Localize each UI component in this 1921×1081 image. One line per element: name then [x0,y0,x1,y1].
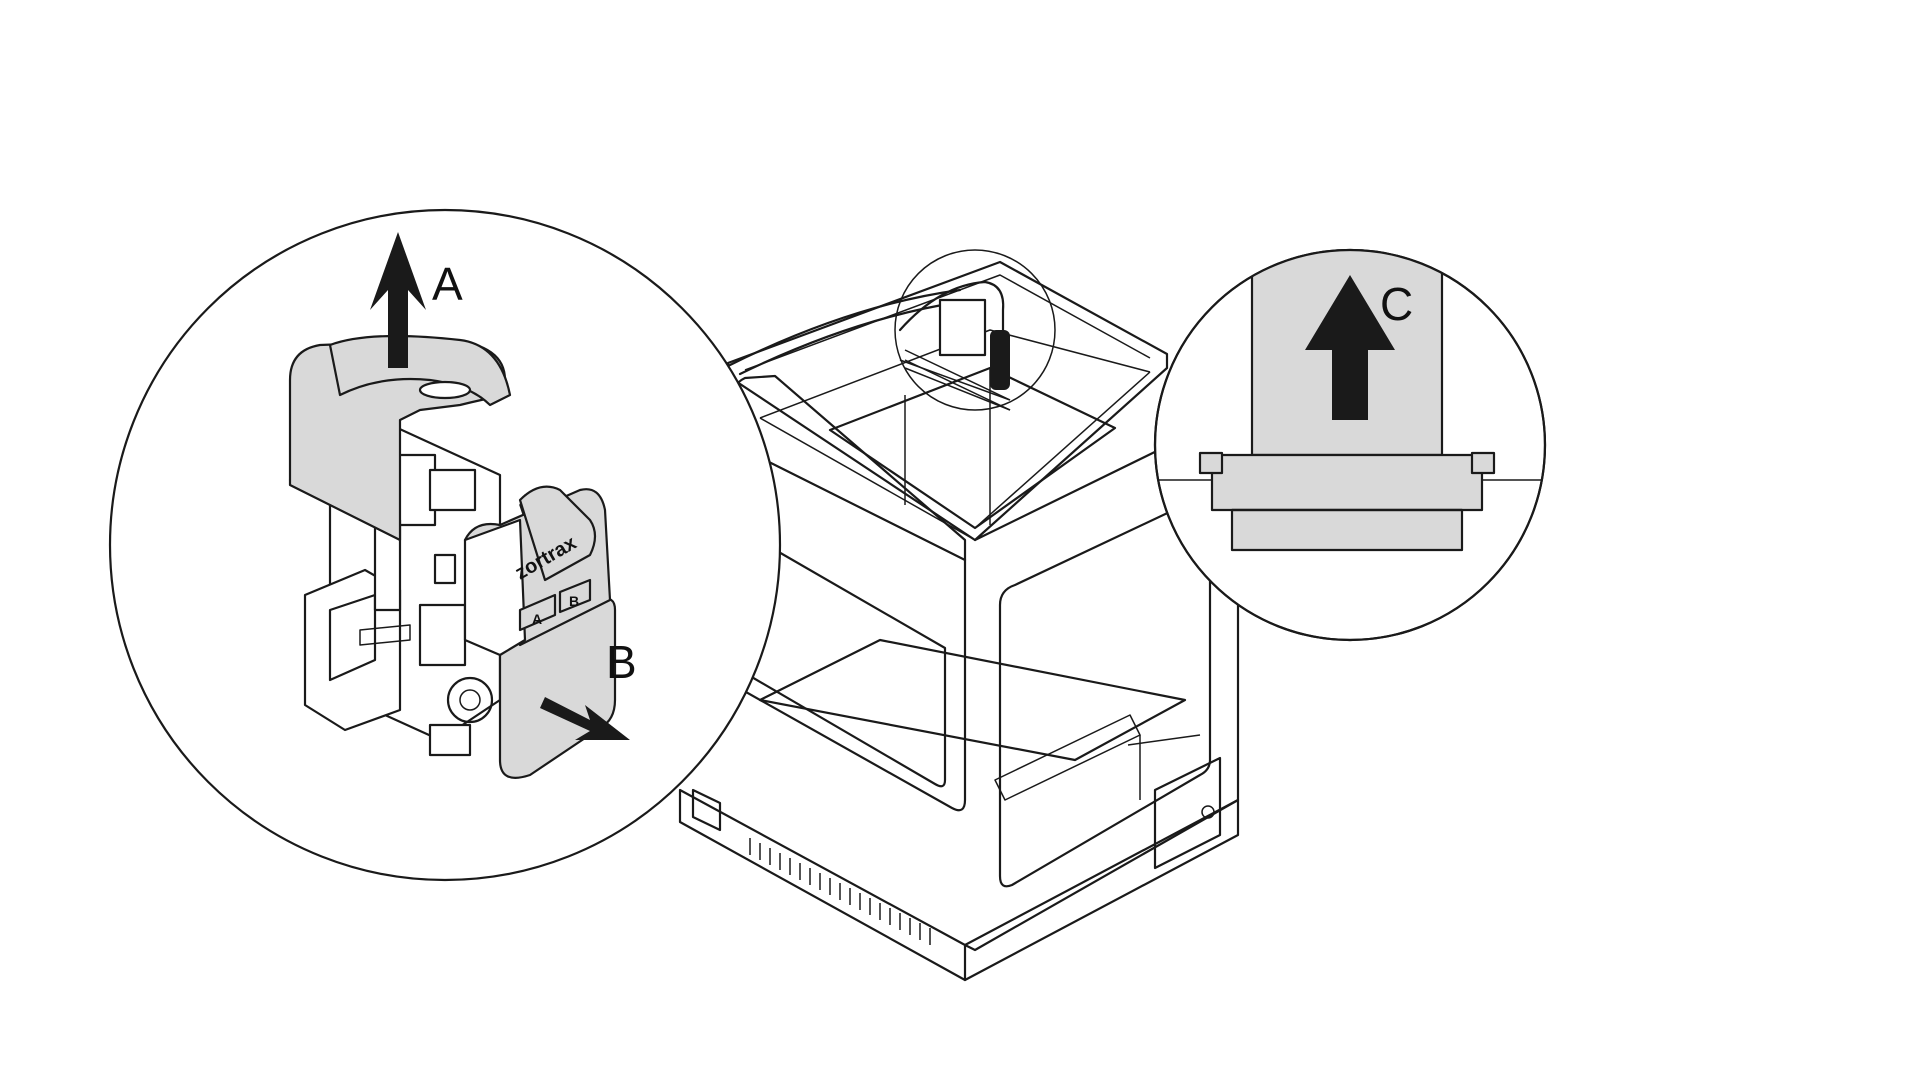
arrow-b: B [540,636,637,740]
arrow-a: A [370,232,463,368]
label-c: C [1380,278,1413,330]
printhead-highlight [894,249,1056,411]
key-b-label: B [569,593,579,609]
printhead-top-cover [288,334,512,542]
arrow-up-icon [370,232,426,368]
key-a-label: A [532,611,542,627]
arrow-down-right-icon [540,697,630,740]
printhead-front-cover: zortrax A B [463,485,617,779]
label-b: B [606,636,637,688]
vent-grille [749,838,931,945]
cover-latch-detail-callout: C [1153,248,1547,642]
printhead-body [288,418,551,757]
build-plate [758,638,1187,762]
power-socket-icon [691,788,722,832]
printhead-detail-callout: A zortrax A B B [108,208,782,882]
arrow-up-icon [1305,275,1395,420]
side-panel [1153,756,1222,870]
fan-icon [446,676,494,724]
label-a: A [432,258,463,310]
usb-port-icon [1201,805,1215,819]
